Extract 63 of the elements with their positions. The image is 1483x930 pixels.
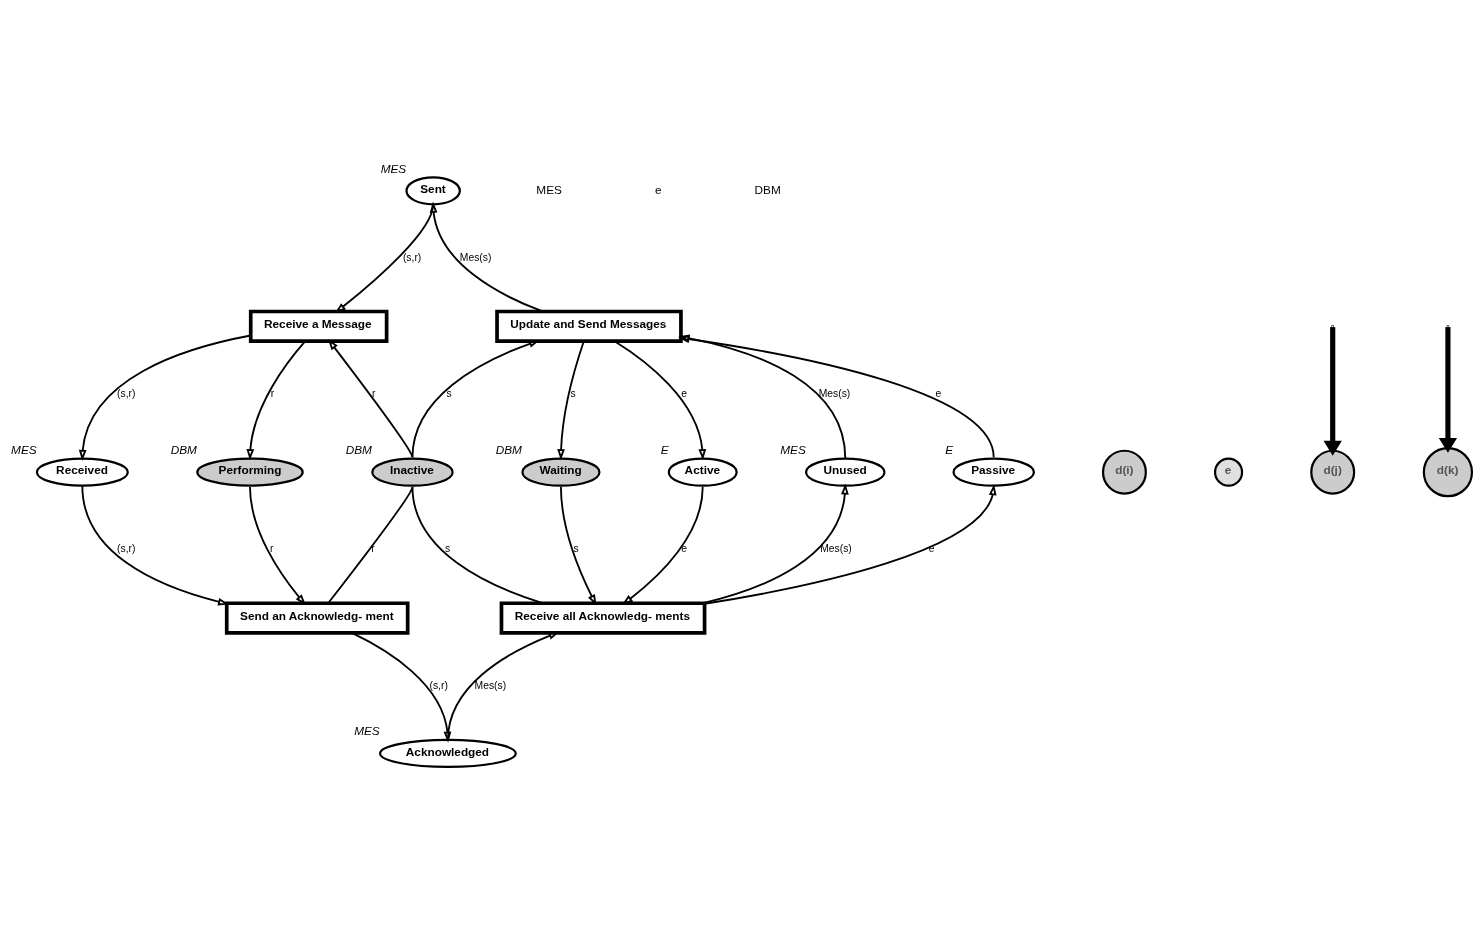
node-label: DBM <box>170 442 197 457</box>
label: e <box>655 182 662 197</box>
edge-label: s <box>446 387 452 399</box>
node-box: Receive all Acknowledg- ments <box>499 600 707 635</box>
edge-label: r <box>371 387 376 399</box>
node-label: E <box>945 442 954 457</box>
arrow <box>429 201 544 312</box>
node-box: Send an Acknowledg- ment <box>224 600 410 635</box>
edge-label: Mes(s) <box>474 679 507 691</box>
edge-label: Mes(s) <box>818 387 851 399</box>
edge-label: r <box>270 542 274 554</box>
arrow <box>249 485 306 605</box>
arrow <box>327 338 414 458</box>
label: MES <box>536 182 562 197</box>
node-ellipse: Waiting <box>521 457 601 487</box>
arrow <box>1323 326 1342 456</box>
node-box: Update and Send Messages <box>495 309 683 343</box>
arrow <box>560 485 597 606</box>
arrow <box>678 334 995 458</box>
edge-label: (s,r) <box>117 387 136 399</box>
edge-label: e <box>935 387 942 399</box>
arrow <box>1438 326 1458 453</box>
node-box: Receive a Message <box>248 309 389 343</box>
node-circle: d(k) <box>1422 446 1474 497</box>
node-label: MES <box>354 723 380 738</box>
connector <box>411 485 545 604</box>
node-label: MES <box>11 442 37 457</box>
node-ellipse: Passive <box>952 457 1035 487</box>
node-ellipse: Acknowledged <box>378 738 517 768</box>
edge-label: r <box>371 542 375 554</box>
edge-label: Mes(s) <box>820 542 852 554</box>
edge-label: s <box>570 387 576 399</box>
label: DBM <box>754 182 781 197</box>
arrow <box>621 485 704 605</box>
node-label: E <box>660 442 669 457</box>
node-label: MES <box>780 442 806 457</box>
node-ellipse: Active <box>667 457 738 487</box>
node-circle: d(i) <box>1101 449 1147 495</box>
node-ellipse: Unused <box>804 457 886 487</box>
arrow <box>678 333 847 459</box>
edge-label: (s,r) <box>402 251 422 263</box>
node-ellipse: Sent <box>405 175 461 205</box>
node-circle: d(j) <box>1310 449 1356 495</box>
node-label: MES <box>380 161 407 176</box>
connector <box>327 485 414 604</box>
edge-label: Mes(s) <box>459 251 492 263</box>
arrow <box>702 482 849 604</box>
edge-label: e <box>681 387 688 399</box>
node-ellipse: Received <box>35 457 129 487</box>
edge-label: r <box>270 387 275 399</box>
edge-label: s <box>444 542 451 554</box>
node-label: DBM <box>495 442 522 457</box>
node-label: DBM <box>345 442 372 457</box>
arrow <box>703 483 997 605</box>
arrow <box>78 334 252 461</box>
edge-label: (s,r) <box>117 542 136 554</box>
node-circle: e <box>1213 457 1244 487</box>
arrow <box>350 631 452 743</box>
edge-label: e <box>681 542 688 554</box>
node-ellipse: Performing <box>196 457 304 487</box>
edge-label: s <box>573 542 579 554</box>
node-ellipse: Inactive <box>371 457 454 487</box>
edge-label: (s,r) <box>429 679 448 691</box>
